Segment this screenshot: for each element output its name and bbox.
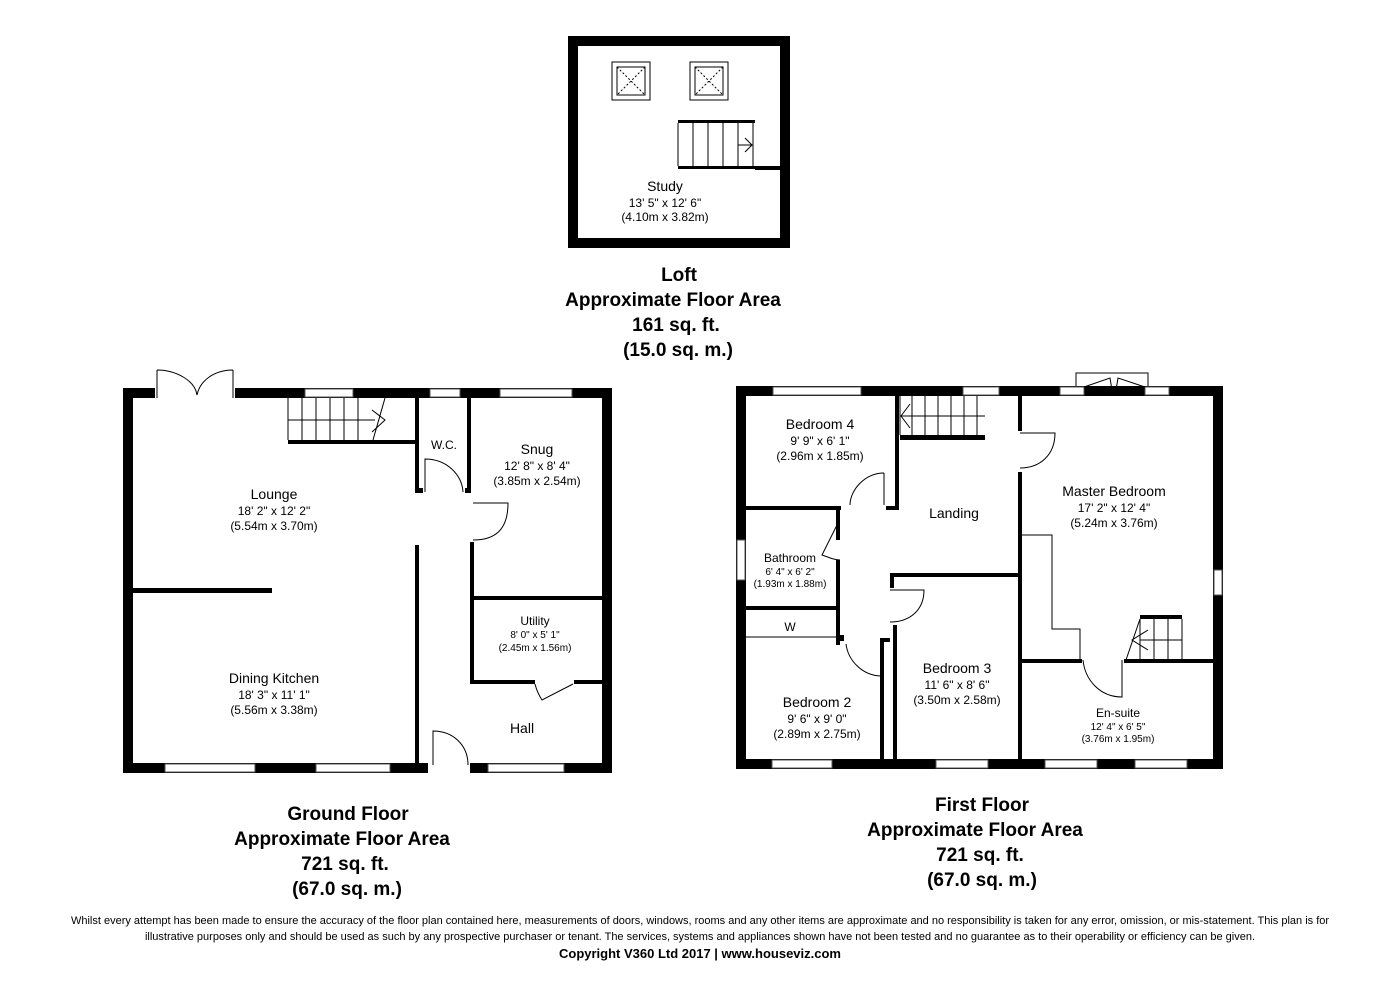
wardrobe-label: W <box>784 620 796 634</box>
area-sqm: (67.0 sq. m.) <box>927 870 1037 891</box>
room-size-metric: (4.10m x 3.82m) <box>621 210 708 224</box>
room-size-metric: (2.45m x 1.56m) <box>499 643 572 654</box>
room-size-imperial: 12' 8" x 8' 4" <box>504 459 570 473</box>
window-icon <box>164 388 573 773</box>
door-icon <box>821 372 1149 698</box>
room-name: Study <box>647 178 683 194</box>
room-en-suite: En-suite 12' 4" x 6' 5" (3.76m x 1.95m) <box>1082 706 1155 745</box>
room-size-imperial: 13' 5" x 12' 6" <box>629 196 701 210</box>
room-name-hall: Hall <box>510 720 534 736</box>
room-size-imperial: 12' 4" x 6' 5" <box>1091 722 1146 733</box>
loft-area-caption: Loft Approximate Floor Area 161 sq. ft. … <box>565 265 781 361</box>
stairs-icon <box>1125 618 1183 661</box>
area-sqft: 161 sq. ft. <box>632 315 720 336</box>
room-name: Bedroom 3 <box>923 660 992 676</box>
area-sqft: 721 sq. ft. <box>301 854 389 875</box>
room-lounge: Lounge 18' 2" x 12' 2" (5.54m x 3.70m) <box>230 486 317 533</box>
room-size-metric: (3.85m x 2.54m) <box>493 474 580 488</box>
room-snug: Snug 12' 8" x 8' 4" (3.85m x 2.54m) <box>493 441 580 488</box>
room-name: Dining Kitchen <box>229 670 319 686</box>
room-name: En-suite <box>1096 706 1140 720</box>
room-size-imperial: 9' 6" x 9' 0" <box>787 712 846 726</box>
skylight-icon <box>689 61 729 101</box>
room-size-metric: (5.56m x 3.38m) <box>230 703 317 717</box>
room-name: Lounge <box>251 486 298 502</box>
floor-title: Ground Floor <box>287 804 409 825</box>
room-name: Master Bedroom <box>1062 483 1165 499</box>
room-size-metric: (5.54m x 3.70m) <box>230 519 317 533</box>
skylight-icon <box>611 61 651 101</box>
room-size-metric: (1.93m x 1.88m) <box>754 579 827 590</box>
room-name: Bathroom <box>764 551 816 565</box>
room-name-wc: W.C. <box>431 438 457 452</box>
window-icon <box>736 386 1223 769</box>
room-name: Bedroom 4 <box>786 416 855 432</box>
room-size-imperial: 18' 3" x 11' 1" <box>238 688 310 702</box>
disclaimer-line-2: illustrative purposes only and should be… <box>144 931 1256 943</box>
door-icon <box>156 369 574 766</box>
room-size-imperial: 17' 2" x 12' 4" <box>1078 501 1150 515</box>
copyright: Copyright V360 Ltd 2017 | www.houseviz.c… <box>558 946 841 961</box>
room-name-landing: Landing <box>929 505 979 521</box>
room-name: Utility <box>520 614 549 628</box>
disclaimer-line-1: Whilst every attempt has been made to en… <box>70 915 1330 927</box>
area-label: Approximate Floor Area <box>867 820 1083 841</box>
area-label: Approximate Floor Area <box>565 290 781 311</box>
room-size-imperial: 18' 2" x 12' 2" <box>238 504 310 518</box>
room-size-imperial: 11' 6" x 8' 6" <box>925 678 990 692</box>
room-name: Bedroom 2 <box>783 694 852 710</box>
room-size-metric: (5.24m x 3.76m) <box>1070 516 1157 530</box>
loft-plan: Study 13' 5" x 12' 6" (4.10m x 3.82m) Lo… <box>565 36 790 361</box>
area-sqm: (67.0 sq. m.) <box>292 879 402 900</box>
stairs-icon <box>899 396 985 435</box>
room-size-metric: (3.50m x 2.58m) <box>913 693 1000 707</box>
room-size-metric: (3.76m x 1.95m) <box>1082 734 1155 745</box>
room-size-imperial: 8' 0" x 5' 1" <box>510 630 560 641</box>
room-master-bedroom: Master Bedroom 17' 2" x 12' 4" (5.24m x … <box>1062 483 1165 530</box>
room-bedroom-3: Bedroom 3 11' 6" x 8' 6" (3.50m x 2.58m) <box>913 660 1000 707</box>
room-size-imperial: 9' 9" x 6' 1" <box>790 434 849 448</box>
area-sqft: 721 sq. ft. <box>936 845 1024 866</box>
first-floor-plan: Bedroom 4 9' 9" x 6' 1" (2.96m x 1.85m) … <box>736 372 1223 891</box>
stairs-icon <box>677 120 755 169</box>
room-bedroom-2: Bedroom 2 9' 6" x 9' 0" (2.89m x 2.75m) <box>773 694 860 741</box>
first-area-caption: First Floor Approximate Floor Area 721 s… <box>867 795 1083 891</box>
floor-title: First Floor <box>935 795 1030 816</box>
area-sqm: (15.0 sq. m.) <box>623 340 733 361</box>
room-utility: Utility 8' 0" x 5' 1" (2.45m x 1.56m) <box>499 614 572 654</box>
stairs-icon <box>287 397 386 441</box>
room-bedroom-4: Bedroom 4 9' 9" x 6' 1" (2.96m x 1.85m) <box>776 416 863 463</box>
room-name: Snug <box>521 441 554 457</box>
ground-area-caption: Ground Floor Approximate Floor Area 721 … <box>234 804 450 900</box>
room-size-metric: (2.96m x 1.85m) <box>776 449 863 463</box>
room-bathroom: Bathroom 6' 4" x 6' 2" (1.93m x 1.88m) <box>754 551 827 590</box>
room-size-imperial: 6' 4" x 6' 2" <box>765 567 815 578</box>
area-label: Approximate Floor Area <box>234 829 450 850</box>
room-study: Study 13' 5" x 12' 6" (4.10m x 3.82m) <box>621 178 708 224</box>
floor-title: Loft <box>661 265 698 286</box>
room-dining-kitchen: Dining Kitchen 18' 3" x 11' 1" (5.56m x … <box>229 670 319 717</box>
ground-floor-plan: Lounge 18' 2" x 12' 2" (5.54m x 3.70m) D… <box>123 369 612 900</box>
room-size-metric: (2.89m x 2.75m) <box>773 727 860 741</box>
